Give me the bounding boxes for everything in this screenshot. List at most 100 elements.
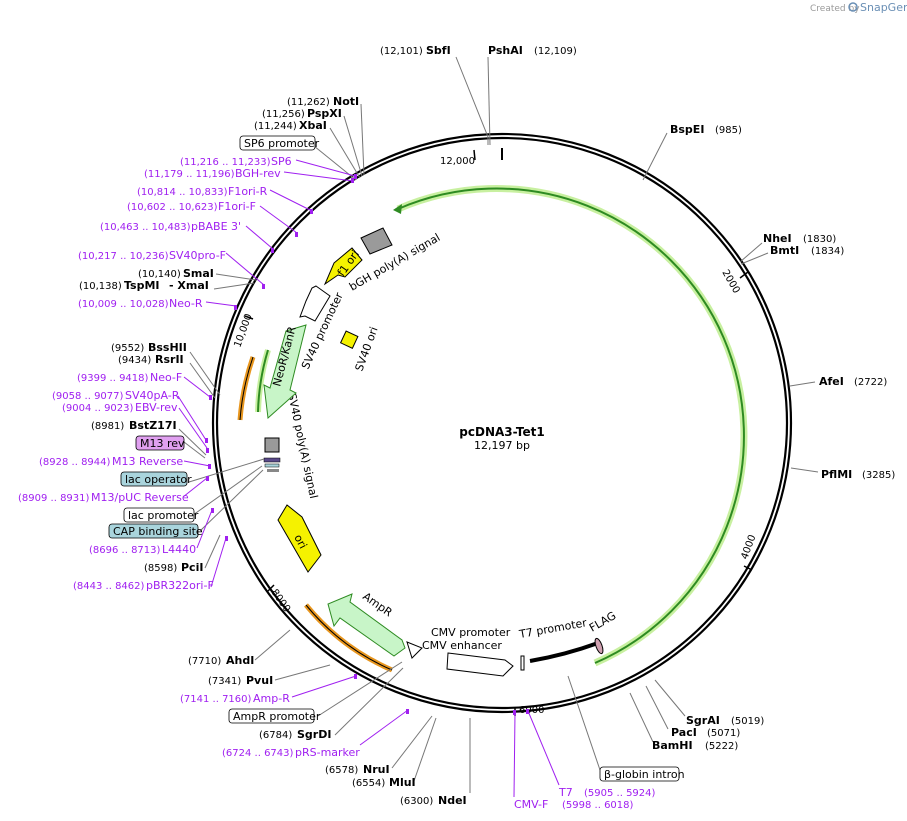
ampr-promoter-label[interactable]: AmpR promoter (233, 710, 321, 723)
sv40-ori-label: SV40 ori (353, 325, 381, 373)
site-bstz17i[interactable]: BstZ17I (129, 419, 177, 432)
site-pflmi[interactable]: PflMI (821, 468, 852, 481)
site-bmti[interactable]: BmtI (770, 244, 799, 257)
backbone-inner (215, 136, 789, 710)
site-pshai[interactable]: PshAI (488, 44, 523, 57)
plasmid-size: 12,197 bp (474, 439, 530, 452)
primer-pbabe3[interactable]: pBABE 3' (191, 220, 241, 233)
primer-prs-marker[interactable]: pRS-marker (295, 746, 360, 759)
f1-ori-arrow[interactable] (323, 247, 363, 286)
created-by-text: Created by (810, 4, 860, 14)
primer-leaders (177, 159, 560, 798)
primer-l4440[interactable]: L4440 (162, 543, 196, 556)
site-bamhi[interactable]: BamHI (652, 739, 693, 752)
orange-arc-neo-line (239, 356, 254, 421)
ori-arrow[interactable] (277, 504, 322, 573)
flag-tag[interactable] (593, 637, 604, 655)
site-noti[interactable]: NotI (333, 95, 359, 108)
site-bstz17i-coord: (8981) (91, 421, 124, 432)
lac-promoter-box (123, 507, 195, 523)
primer-sp6[interactable]: SP6 (271, 155, 292, 168)
site-pcii[interactable]: PciI (181, 561, 203, 574)
tet1-cds-arc[interactable] (397, 187, 745, 664)
site-ahdi-coord: (7710) (188, 656, 221, 667)
site-bamhi-coord: (5222) (705, 741, 738, 752)
beta-globin-intron-box (599, 766, 680, 782)
sv40-polya-label: SV40 poly(A) signal (285, 392, 320, 500)
primer-sv40pro-f[interactable]: SV40pro-F (169, 249, 226, 262)
tet1-cds-glow (396, 185, 748, 667)
primer-cmv-f[interactable]: CMV-F (514, 798, 548, 811)
primer-pbabe3-coord: (10,463 .. 10,483) (100, 222, 191, 233)
sv40-polya-box[interactable] (264, 437, 280, 453)
snapgene-brand: SnapGene (860, 1, 907, 14)
tick-label-12000: 12,000 (440, 156, 475, 167)
primer-pbr322ori-f[interactable]: pBR322ori-F (146, 579, 214, 592)
cap-binding-site-box (108, 523, 199, 539)
primer-neo-r[interactable]: Neo-R (169, 297, 203, 310)
primer-neo-f[interactable]: Neo-F (150, 371, 182, 384)
site-pvui[interactable]: PvuI (246, 674, 273, 687)
site-nrui[interactable]: NruI (363, 763, 390, 776)
primer-m13puc-reverse[interactable]: M13/pUC Reverse (91, 491, 189, 504)
site-ndei[interactable]: NdeI (438, 794, 467, 807)
site-bsshii[interactable]: BssHII (148, 341, 187, 354)
cmv-promoter-label: CMV promoter (431, 626, 511, 639)
neo-kanr-arrow[interactable] (263, 324, 307, 420)
site-rsrii[interactable]: RsrII (155, 353, 184, 366)
bgh-polya-box[interactable] (360, 227, 393, 255)
primer-amp-r[interactable]: Amp-R (253, 692, 290, 705)
primer-bgh-rev[interactable]: BGH-rev (235, 167, 281, 180)
lac-promoter-mark (267, 469, 279, 472)
site-noti-coord: (11,262) (287, 97, 330, 108)
site-ahdi[interactable]: AhdI (226, 654, 254, 667)
ampr-promoter-arrow (406, 641, 423, 659)
sites-top: (12,101) SbfI PshAI (12,109) (380, 44, 577, 146)
site-bspei-coord: (985) (715, 125, 742, 136)
site-mlui[interactable]: MluI (389, 776, 416, 789)
primer-neo-r-coord: (10,009 .. 10,028) (78, 299, 169, 310)
beta-globin-intron-label[interactable]: β-globin intron (604, 768, 685, 781)
tick-label-10000: 10,000 (232, 312, 254, 349)
ampr-arrow[interactable] (327, 593, 406, 657)
cap-binding-site-label[interactable]: CAP binding site (113, 525, 203, 538)
site-xmai[interactable]: - XmaI (169, 279, 209, 292)
primer-f1ori-r[interactable]: F1ori-R (228, 185, 268, 198)
primer-m13-reverse[interactable]: M13 Reverse (112, 455, 183, 468)
orange-arc-neo (237, 356, 256, 421)
site-bspei[interactable]: BspEI (670, 123, 704, 136)
neo-green-arc (257, 349, 269, 413)
sv40-ori-box[interactable] (339, 330, 359, 349)
primer-f1ori-f[interactable]: F1ori-F (218, 200, 256, 213)
primer-l4440-coord: (8696 .. 8713) (89, 545, 161, 556)
site-pcii-coord: (8598) (144, 563, 177, 574)
site-sgrai[interactable]: SgrAI (686, 714, 720, 727)
primer-ebv-rev[interactable]: EBV-rev (135, 401, 178, 414)
cmv-promoter-arrow[interactable] (446, 652, 514, 677)
primer-t7[interactable]: T7 (558, 786, 573, 799)
site-sbfi[interactable]: SbfI (426, 44, 451, 57)
site-pspxi[interactable]: PspXI (307, 107, 342, 120)
site-tspmi[interactable]: TspMI (124, 279, 160, 292)
site-xbai[interactable]: XbaI (299, 119, 327, 132)
tick-12000 (473, 149, 476, 161)
sp6-promoter-label[interactable]: SP6 promoter (244, 137, 320, 150)
ori-label: ori (291, 532, 309, 551)
site-xbai-coord: (11,244) (254, 121, 297, 132)
site-pspxi-coord: (11,256) (262, 109, 305, 120)
site-afei[interactable]: AfeI (819, 375, 844, 388)
site-sgrdi[interactable]: SgrDI (297, 728, 331, 741)
site-paci[interactable]: PacI (671, 726, 697, 739)
primer-markers (205, 174, 529, 715)
plasmid-name: pcDNA3-Tet1 (459, 425, 544, 439)
lac-promoter-label[interactable]: lac promoter (128, 509, 199, 522)
lac-operator-label[interactable]: lac operator (125, 473, 192, 486)
site-nhei[interactable]: NheI (763, 232, 792, 245)
sv40-promoter-arrow[interactable] (299, 285, 331, 322)
primer-sv40pa-r[interactable]: SV40pA-R (125, 389, 180, 402)
m13-rev-label[interactable]: M13 rev (140, 437, 185, 450)
primer-prs-marker-coord: (6724 .. 6743) (222, 748, 294, 759)
site-smai[interactable]: SmaI (183, 267, 214, 280)
orange-arc-ampr-line (305, 604, 393, 671)
primer-m13-reverse-coord: (8928 .. 8944) (39, 457, 111, 468)
